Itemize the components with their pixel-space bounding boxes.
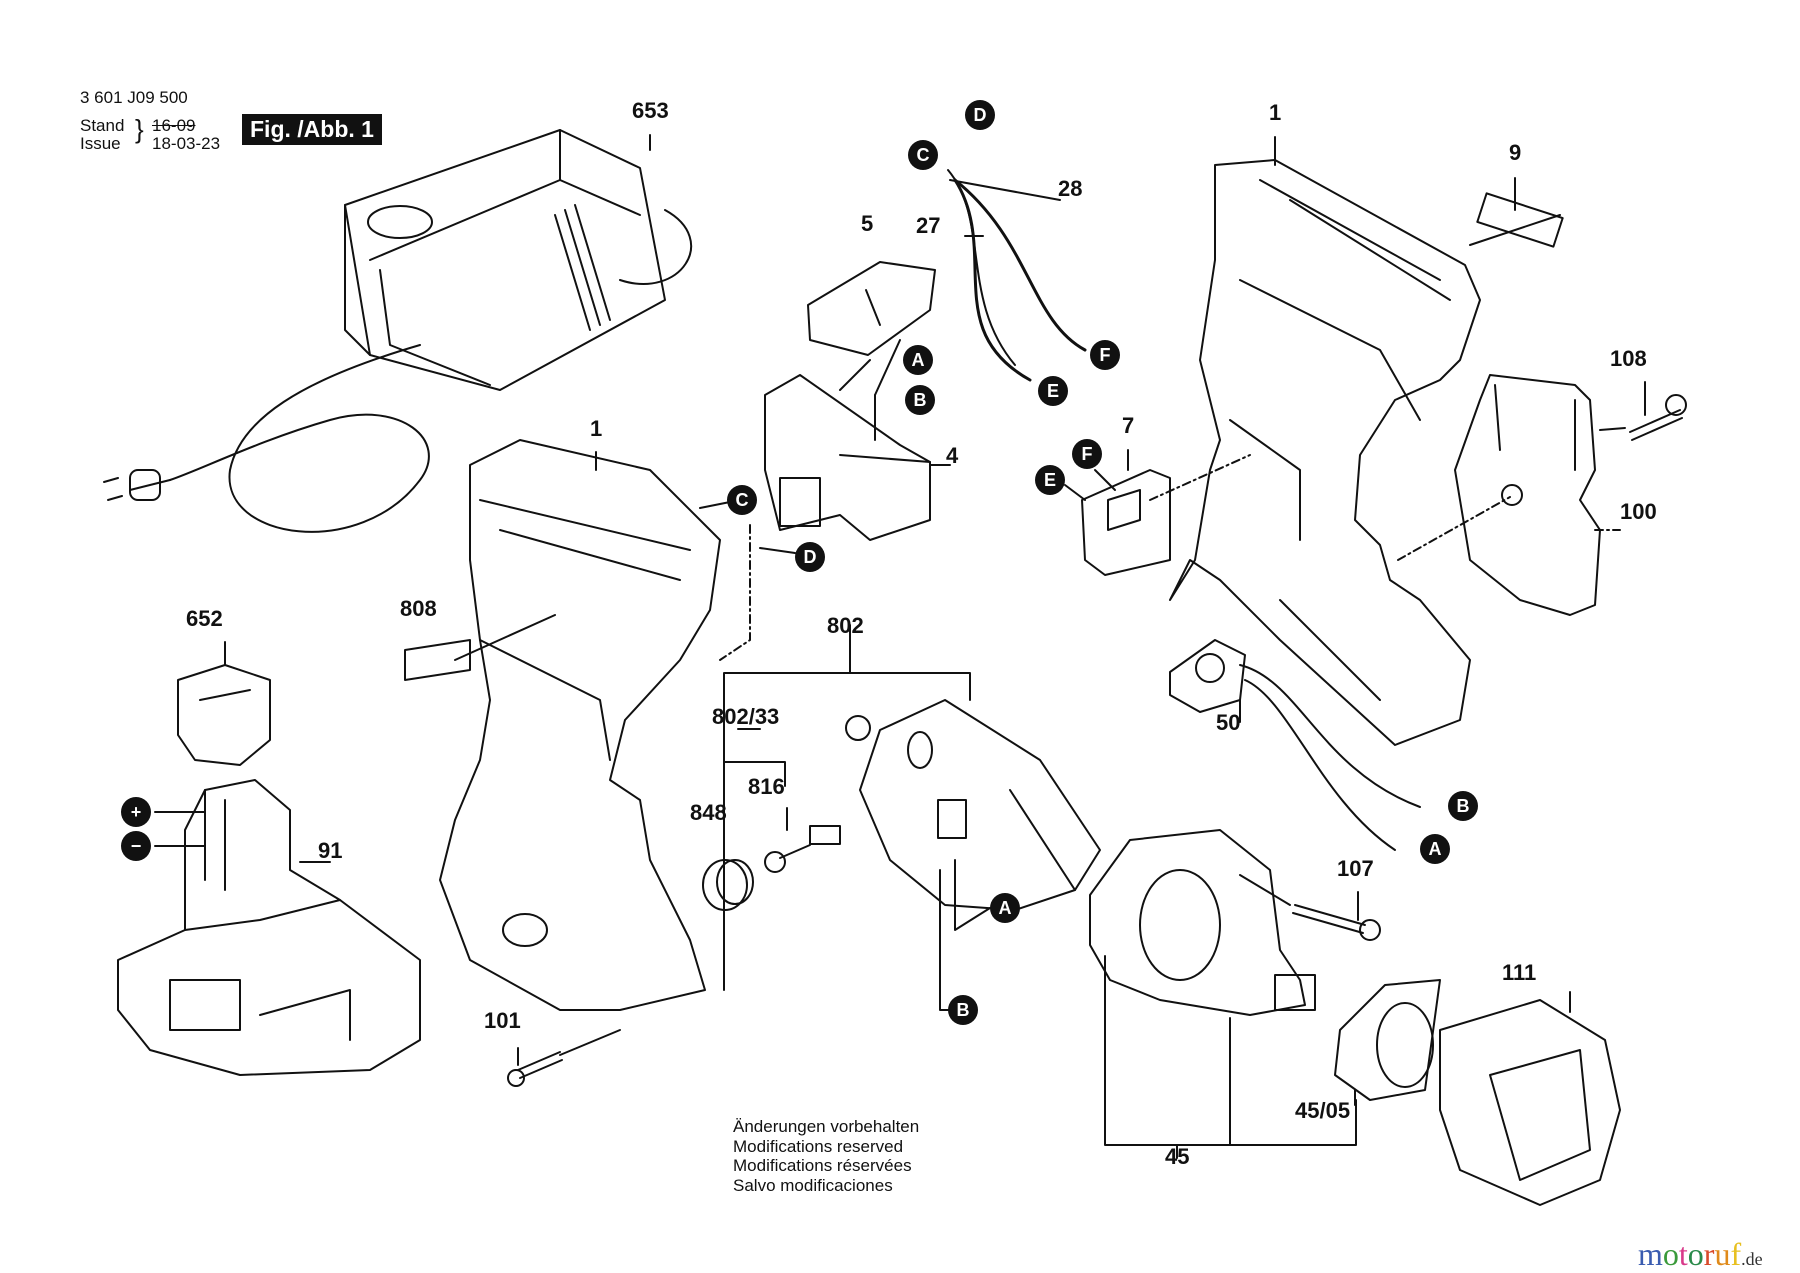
stand-label: Stand [80, 116, 125, 135]
carbon-brush [764, 825, 841, 873]
watermark-logo: motoruf.de [1638, 1236, 1763, 1273]
watermark-tld: .de [1741, 1249, 1763, 1269]
connector-badge: A [903, 345, 933, 375]
screw-101 [507, 1051, 563, 1087]
watermark-letter: t [1678, 1236, 1688, 1272]
footnote-line: Salvo modificaciones [733, 1175, 893, 1195]
part-label-9[interactable]: 9 [1509, 140, 1522, 165]
footnote-line: Änderungen vorbehalten [733, 1117, 920, 1136]
part-label-653[interactable]: 653 [632, 98, 669, 123]
brush-cap [702, 859, 754, 911]
battery-pack [117, 779, 421, 1076]
bracket-802 [723, 624, 971, 991]
stand-date: 16-09 [152, 116, 196, 135]
watermark-letter: f [1730, 1236, 1742, 1272]
watermark-letter: o [1662, 1236, 1679, 1272]
connector-badge: B [1448, 791, 1478, 821]
switch-cap [807, 261, 936, 356]
part-label-7[interactable]: 7 [1122, 413, 1135, 438]
connector-badge: E [1035, 465, 1065, 495]
connector-badge: F [1072, 439, 1102, 469]
switch-module [764, 374, 951, 541]
part-label-100[interactable]: 100 [1620, 499, 1657, 524]
part-label-50[interactable]: 50 [1216, 710, 1241, 735]
watermark-letter: u [1714, 1236, 1731, 1272]
screw-108 [1629, 394, 1687, 441]
part-label-4[interactable]: 4 [946, 443, 959, 468]
battery-cap [177, 664, 271, 766]
part-label-111[interactable]: 111 [1502, 960, 1537, 985]
wire-28 [947, 169, 1016, 366]
connector-badge: D [795, 542, 825, 572]
issue-label: Issue [80, 134, 121, 153]
brace-icon: } [135, 114, 144, 144]
part-label-45[interactable]: 45 [1165, 1144, 1190, 1169]
screw-107 [1292, 904, 1381, 941]
part-label-27[interactable]: 27 [916, 213, 941, 238]
housing-half-left [439, 439, 721, 1011]
figure-label: Fig. /Abb. 1 [242, 114, 382, 145]
battery-charger [103, 129, 693, 533]
footnote-line: Modifications reserved [733, 1136, 904, 1156]
housing-half-right [1169, 159, 1481, 746]
circuit-board [1169, 639, 1246, 713]
part-label-91[interactable]: 91 [318, 838, 343, 863]
connector-badge: + [121, 797, 151, 827]
footnote: Änderungen vorbehalten Modifications res… [733, 1117, 919, 1195]
connector-badge: A [990, 893, 1020, 923]
connector-badge: E [1038, 376, 1068, 406]
part-label-652[interactable]: 652 [186, 606, 223, 631]
part-label-101[interactable]: 101 [484, 1008, 521, 1033]
part-label-1[interactable]: 1 [1269, 100, 1282, 125]
connector-badge: A [1420, 834, 1450, 864]
connector-badge: B [905, 385, 935, 415]
connector-badge: C [908, 140, 938, 170]
protective-sleeve [1439, 999, 1621, 1206]
connector-badge: D [965, 100, 995, 130]
gearbox [1089, 829, 1316, 1016]
connector-badge: − [121, 831, 151, 861]
part-label-5[interactable]: 5 [861, 211, 874, 236]
issue-date: 18-03-23 [152, 134, 221, 153]
part-label-45-05[interactable]: 45/05 [1295, 1098, 1351, 1123]
part-label-802-33[interactable]: 802/33 [712, 704, 780, 729]
connector-block [1081, 469, 1171, 576]
part-label-808[interactable]: 808 [400, 596, 437, 621]
part-label-1[interactable]: 1 [590, 416, 603, 441]
part-label-802[interactable]: 802 [827, 613, 864, 638]
part-label-28[interactable]: 28 [1058, 176, 1083, 201]
retaining-ring [845, 715, 871, 741]
motor [859, 699, 1101, 911]
nose-cap [1334, 979, 1441, 1101]
connector-badge: F [1090, 340, 1120, 370]
part-label-816[interactable]: 816 [748, 774, 785, 799]
connector-badge: B [948, 995, 978, 1025]
watermark-letter: o [1687, 1236, 1704, 1272]
part-label-848[interactable]: 848 [690, 800, 727, 825]
connector-badge: C [727, 485, 757, 515]
part-label-107[interactable]: 107 [1337, 856, 1374, 881]
part-label-108[interactable]: 108 [1610, 346, 1647, 371]
part-number: 3 601 J09 500 [80, 88, 188, 107]
label-plate-808 [404, 639, 471, 681]
back-cover [1454, 374, 1601, 616]
watermark-letter: m [1638, 1236, 1663, 1272]
footnote-line: Modifications réservées [733, 1156, 912, 1175]
watermark-letter: r [1703, 1236, 1715, 1272]
wire-27 [953, 178, 1032, 382]
